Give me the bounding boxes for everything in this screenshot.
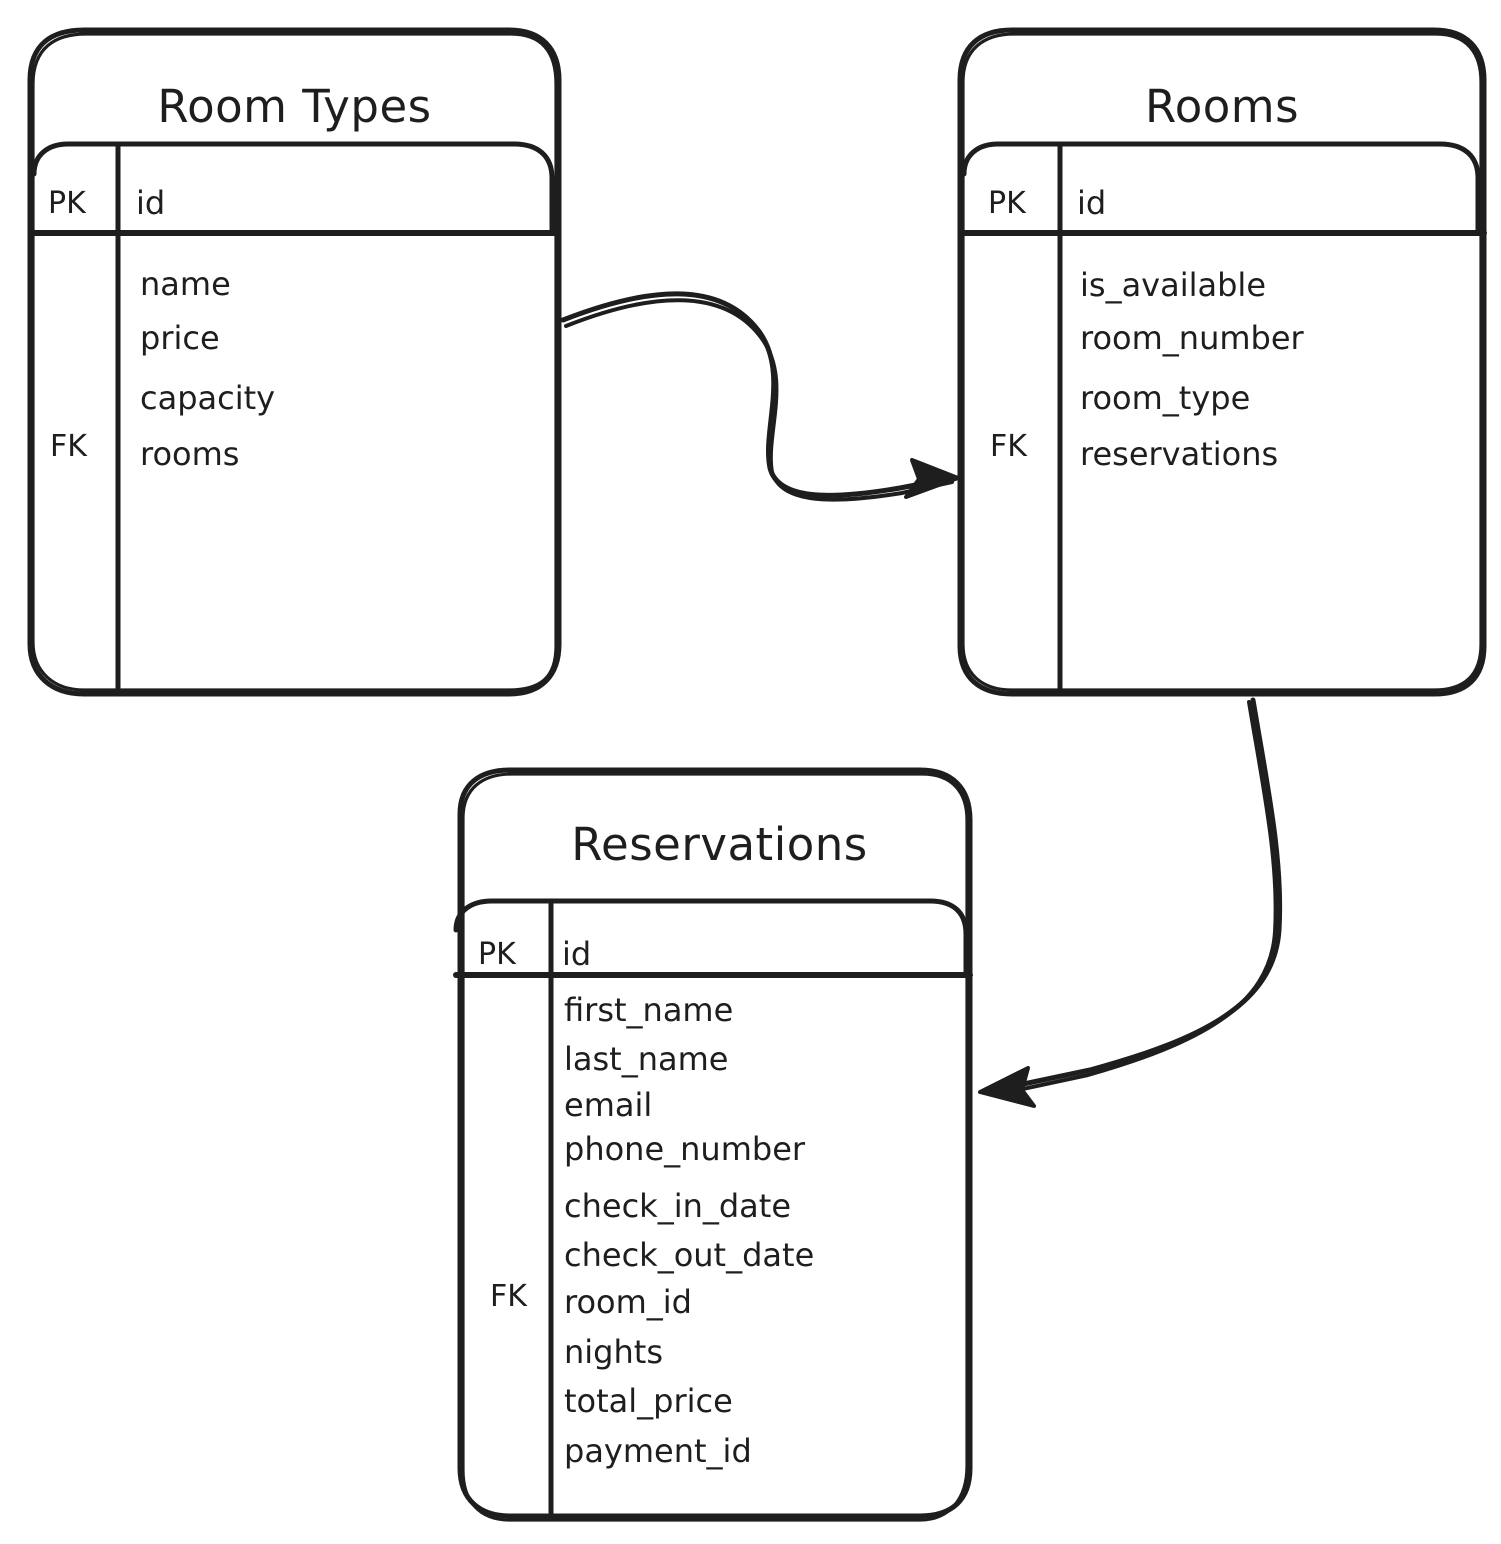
field-room-id: room_id xyxy=(564,1283,692,1321)
entity-rooms[interactable]: Rooms PK id FK is_available room_number … xyxy=(952,22,1492,702)
field-is-available: is_available xyxy=(1080,266,1266,304)
connector-room-types-to-rooms xyxy=(560,291,960,502)
pk-field-name: id xyxy=(562,935,592,973)
field-total-price: total_price xyxy=(564,1382,733,1420)
field-room-number: room_number xyxy=(1080,319,1304,357)
field-rooms: rooms xyxy=(140,435,240,473)
field-check-in-date: check_in_date xyxy=(564,1187,792,1225)
entity-reservations[interactable]: Reservations PK id FK first_name last_na… xyxy=(452,762,987,1532)
fk-label: FK xyxy=(50,429,87,464)
fk-label: FK xyxy=(490,1279,527,1314)
entity-header-row-outline xyxy=(961,141,1481,235)
entity-title: Rooms xyxy=(1144,80,1300,133)
field-room-type: room_type xyxy=(1080,379,1251,417)
fk-label: FK xyxy=(990,429,1027,464)
entity-room-types[interactable]: Room Types PK id FK name price capacity … xyxy=(22,22,567,702)
field-nights: nights xyxy=(564,1333,663,1371)
arrowhead-right xyxy=(904,458,960,499)
field-name: name xyxy=(140,265,231,303)
pk-label: PK xyxy=(478,937,516,972)
pk-label: PK xyxy=(988,186,1026,221)
field-payment-id: payment_id xyxy=(564,1432,752,1470)
arrowhead-left xyxy=(978,1066,1036,1108)
field-last-name: last_name xyxy=(564,1040,729,1078)
field-price: price xyxy=(140,319,220,357)
field-check-out-date: check_out_date xyxy=(564,1236,815,1274)
entity-header-row-outline xyxy=(31,141,555,235)
field-reservations: reservations xyxy=(1080,435,1279,473)
pk-label: PK xyxy=(48,186,86,221)
connector-rooms-to-reservations xyxy=(978,697,1283,1108)
entity-header-row-outline xyxy=(453,898,969,977)
entity-title: Reservations xyxy=(571,818,868,871)
field-phone-number: phone_number xyxy=(564,1130,806,1168)
field-email: email xyxy=(564,1086,653,1124)
entity-title: Room Types xyxy=(157,80,432,133)
field-first-name: first_name xyxy=(564,991,734,1029)
pk-field-name: id xyxy=(1077,184,1107,222)
field-capacity: capacity xyxy=(140,379,276,417)
pk-field-name: id xyxy=(136,184,166,222)
